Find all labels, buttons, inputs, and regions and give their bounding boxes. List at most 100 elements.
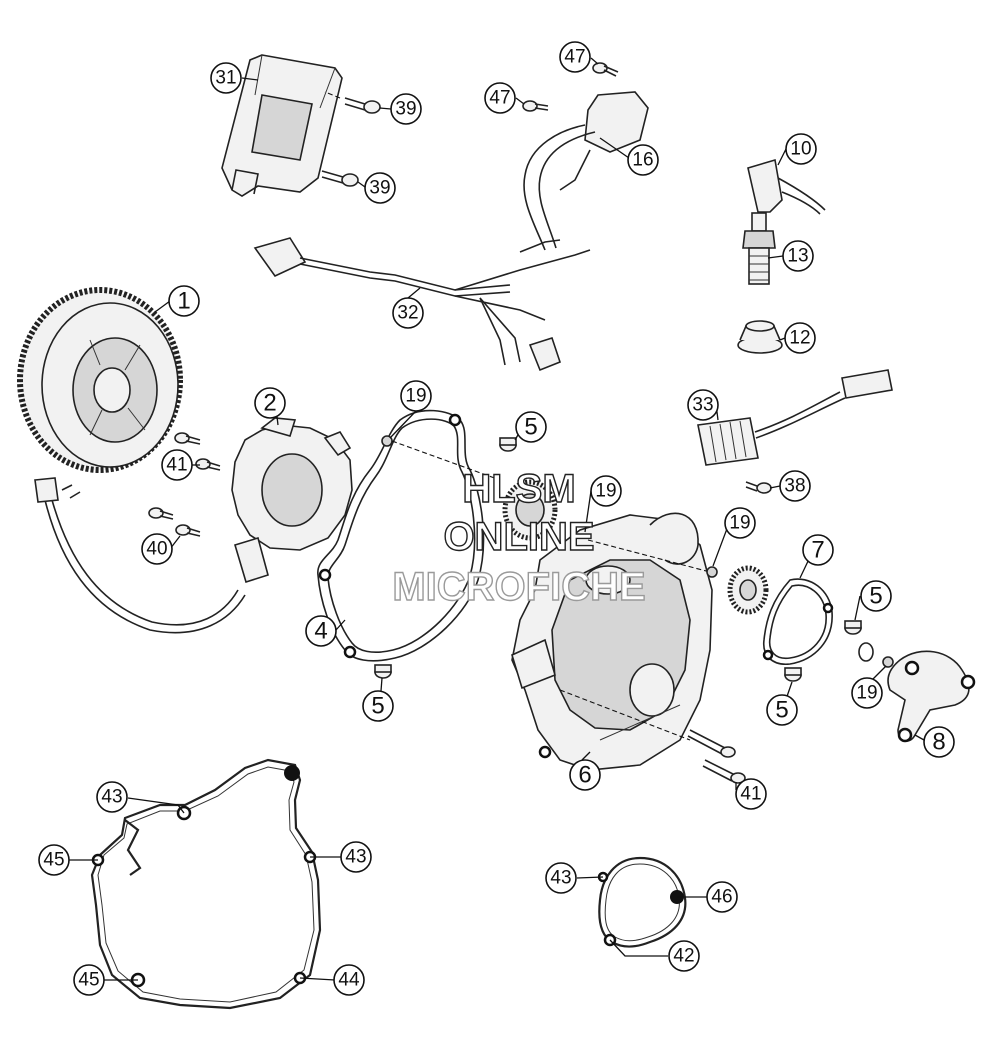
callout-39-lower-label: 39 [369, 178, 390, 199]
spark-plug-part [742, 212, 776, 285]
callout-42: 42 [668, 940, 700, 972]
cdi-unit-part [221, 54, 343, 197]
callout-45-bottom-label: 45 [78, 970, 99, 991]
watermark-line1: HLSM [462, 467, 575, 511]
callout-45-bottom: 45 [73, 964, 105, 996]
bolt-47-upper [592, 62, 619, 77]
callout-19-right-gear: 19 [724, 507, 756, 539]
callout-5-lower: 5 [362, 690, 394, 722]
callout-16: 16 [627, 144, 659, 176]
callout-40: 40 [141, 533, 173, 565]
stator-wire-part [34, 477, 246, 634]
dowel-5-right-lower [784, 667, 802, 682]
callout-41-cover: 41 [735, 778, 767, 810]
dowel-5-right-upper [844, 620, 862, 635]
bolt-39-upper [344, 97, 381, 114]
regulator-part [697, 369, 893, 466]
watermark-line3: MICROFICHE [392, 565, 645, 609]
bolt-38 [745, 481, 772, 494]
callout-5-right-upper-label: 5 [869, 583, 882, 610]
callout-4: 4 [305, 615, 337, 647]
small-cover-part [887, 650, 976, 743]
cover-gasket-part [317, 409, 485, 662]
callout-13: 13 [782, 240, 814, 272]
callout-5-right-lower: 5 [766, 694, 798, 726]
callout-39-lower: 39 [364, 172, 396, 204]
callout-1-label: 1 [177, 288, 190, 315]
callout-32-label: 32 [397, 303, 418, 324]
oring-right [858, 642, 874, 662]
callout-42-label: 42 [673, 946, 694, 967]
callout-5-upper: 5 [515, 411, 547, 443]
callout-7-label: 7 [811, 537, 824, 564]
small-cover-gasket-part [762, 578, 834, 665]
callout-45-left: 45 [38, 844, 70, 876]
spark-plug-cap-part [747, 158, 826, 215]
flywheel-part [17, 287, 183, 473]
callout-4-label: 4 [314, 618, 327, 645]
callout-38: 38 [779, 470, 811, 502]
callout-19-gasket-label: 19 [405, 386, 426, 407]
washer-19-gear-right [706, 566, 718, 578]
callout-47-upper: 47 [559, 41, 591, 73]
ignition-coil-part [523, 91, 649, 251]
callout-40-label: 40 [146, 539, 167, 560]
callout-2: 2 [254, 387, 286, 419]
callout-5-lower-label: 5 [371, 693, 384, 720]
callout-39-upper: 39 [390, 93, 422, 125]
ignition-cover-part [511, 512, 713, 771]
callout-44: 44 [333, 964, 365, 996]
callout-19-right-label: 19 [856, 683, 877, 704]
callout-6-label: 6 [578, 762, 591, 789]
idler-gear-part [502, 479, 558, 541]
bolts-40 [148, 507, 201, 537]
callout-12: 12 [784, 322, 816, 354]
bolts-41-cover [687, 729, 746, 784]
callout-19-right: 19 [851, 677, 883, 709]
callout-19-gear: 19 [590, 475, 622, 507]
callout-2-label: 2 [263, 390, 276, 417]
callout-39-upper-label: 39 [395, 99, 416, 120]
callout-46-label: 46 [711, 887, 732, 908]
dowel-5-lower [374, 664, 392, 679]
callout-47-left: 47 [484, 82, 516, 114]
small-gear-part [727, 565, 769, 615]
callout-44-label: 44 [338, 970, 360, 991]
callout-38-label: 38 [784, 476, 805, 497]
callout-1: 1 [168, 285, 200, 317]
bolt-47-left [522, 100, 549, 112]
callout-43-top: 43 [96, 781, 128, 813]
callout-33-label: 33 [692, 395, 713, 416]
callout-5-right-upper: 5 [860, 580, 892, 612]
wiring-harness-part [253, 237, 591, 372]
callout-19-gasket: 19 [400, 380, 432, 412]
callout-19-right-gear-label: 19 [729, 513, 750, 534]
plug-seal-part [737, 320, 783, 354]
callout-8-label: 8 [932, 729, 945, 756]
callout-33: 33 [687, 389, 719, 421]
callout-31: 31 [210, 62, 242, 94]
callout-5-right-lower-label: 5 [775, 697, 788, 724]
callout-8: 8 [923, 726, 955, 758]
callout-10: 10 [785, 133, 817, 165]
callout-43-small: 43 [545, 862, 577, 894]
callout-45-left-label: 45 [43, 850, 64, 871]
washer-19-right [882, 656, 894, 668]
callout-12-label: 12 [789, 328, 810, 349]
callout-41-cover-label: 41 [740, 784, 761, 805]
callout-47-upper-label: 47 [564, 47, 585, 68]
callout-16-label: 16 [632, 150, 653, 171]
small-gasket-part [597, 856, 687, 948]
callout-41-stator: 41 [161, 449, 193, 481]
callout-43-top-label: 43 [101, 787, 122, 808]
callout-46: 46 [706, 881, 738, 913]
callout-5-upper-label: 5 [524, 414, 537, 441]
callout-32: 32 [392, 297, 424, 329]
callout-13-label: 13 [787, 246, 808, 267]
bolt-39-lower [321, 170, 359, 187]
callout-47-left-label: 47 [489, 88, 510, 109]
stator-part [231, 417, 353, 584]
watermark: HLSM ONLINE MICROFICHE [392, 466, 647, 609]
callout-10-label: 10 [790, 139, 811, 160]
